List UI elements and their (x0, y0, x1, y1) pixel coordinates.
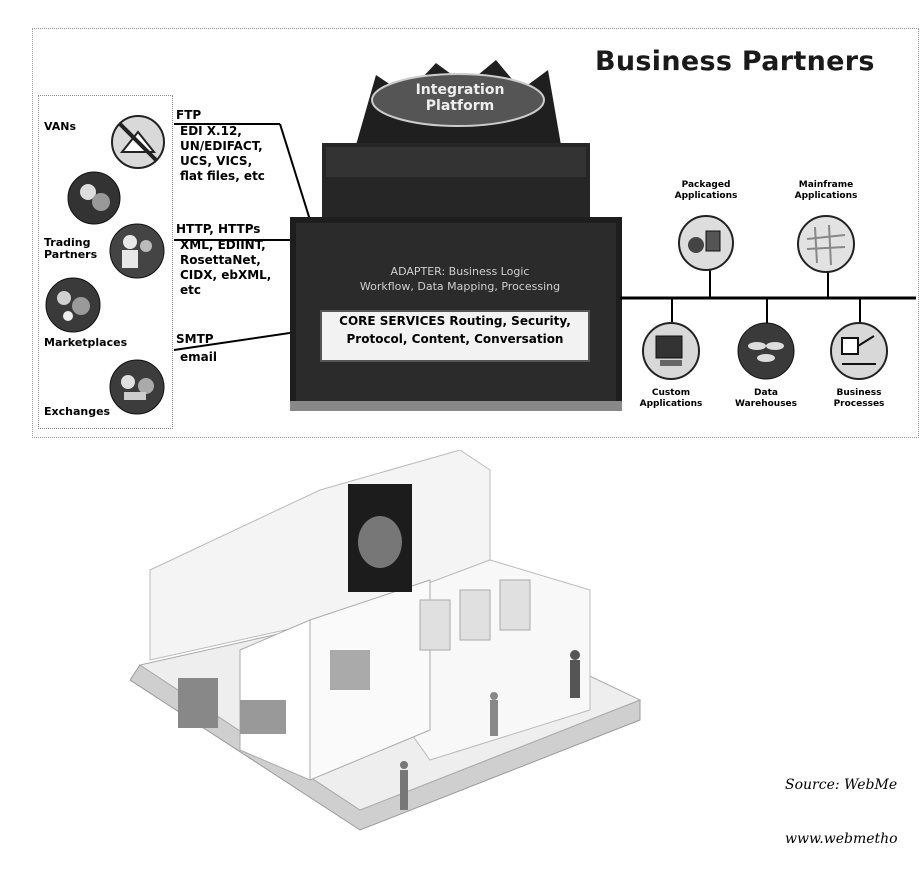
app-label-mainframe: Mainframe Applications (794, 180, 858, 201)
source-caption: Source: WebMe www.webmetho (785, 740, 898, 866)
diagram-title: Business Partners (595, 46, 875, 77)
application-bus (620, 270, 916, 326)
integration-platform-label: Integration Platform (370, 82, 550, 114)
isometric-building-illustration (130, 450, 642, 831)
integration-diagram-panel (32, 28, 919, 438)
protocol-ftp-formats: EDI X.12, UN/EDIFACT, UCS, VICS, flat fi… (180, 124, 265, 183)
custom-applications-icon (642, 322, 700, 380)
integration-platform-badge (371, 73, 545, 127)
trading-partners-people-icon (109, 223, 165, 279)
badge-line-1: Integration (415, 82, 505, 98)
partners-box (38, 95, 173, 429)
core-services-line-2: Protocol, Content, Conversation (346, 332, 564, 346)
protocol-smtp-heading: SMTP (176, 332, 214, 346)
business-processes-icon (830, 322, 888, 380)
badge-line-2: Platform (425, 98, 495, 114)
source-line-1: Source: WebMe (785, 777, 898, 793)
partner-label-trading-partners: Trading Partners (44, 236, 98, 261)
adapter-text: ADAPTER: Business Logic Workflow, Data M… (359, 265, 561, 293)
source-line-2: www.webmetho (785, 831, 898, 847)
packaged-applications-icon (678, 215, 734, 271)
app-label-business-processes: Business Processes (833, 388, 885, 409)
core-services-line-1: CORE SERVICES Routing, Security, (339, 314, 571, 328)
partner-label-vans: VANs (44, 120, 77, 133)
app-label-custom: Custom Applications (639, 388, 703, 409)
vans-icon (111, 115, 165, 169)
marketplaces-icon (45, 277, 101, 333)
core-services-box: CORE SERVICES Routing, Security, Protoco… (320, 310, 590, 362)
protocol-http-heading: HTTP, HTTPs (176, 222, 261, 236)
trading-partners-icon (67, 171, 121, 225)
data-warehouses-icon (737, 322, 795, 380)
protocol-smtp-formats: email (180, 350, 217, 364)
app-label-packaged: Packaged Applications (674, 180, 738, 201)
exchanges-icon (109, 359, 165, 415)
partner-label-marketplaces: Marketplaces (44, 336, 128, 349)
protocol-ftp-heading: FTP (176, 108, 202, 122)
mainframe-applications-icon (797, 215, 855, 273)
partner-label-exchanges: Exchanges (44, 405, 111, 418)
app-label-data-warehouses: Data Warehouses (734, 388, 798, 409)
protocol-http-formats: XML, EDIINT, RosettaNet, CIDX, ebXML, et… (180, 238, 272, 297)
